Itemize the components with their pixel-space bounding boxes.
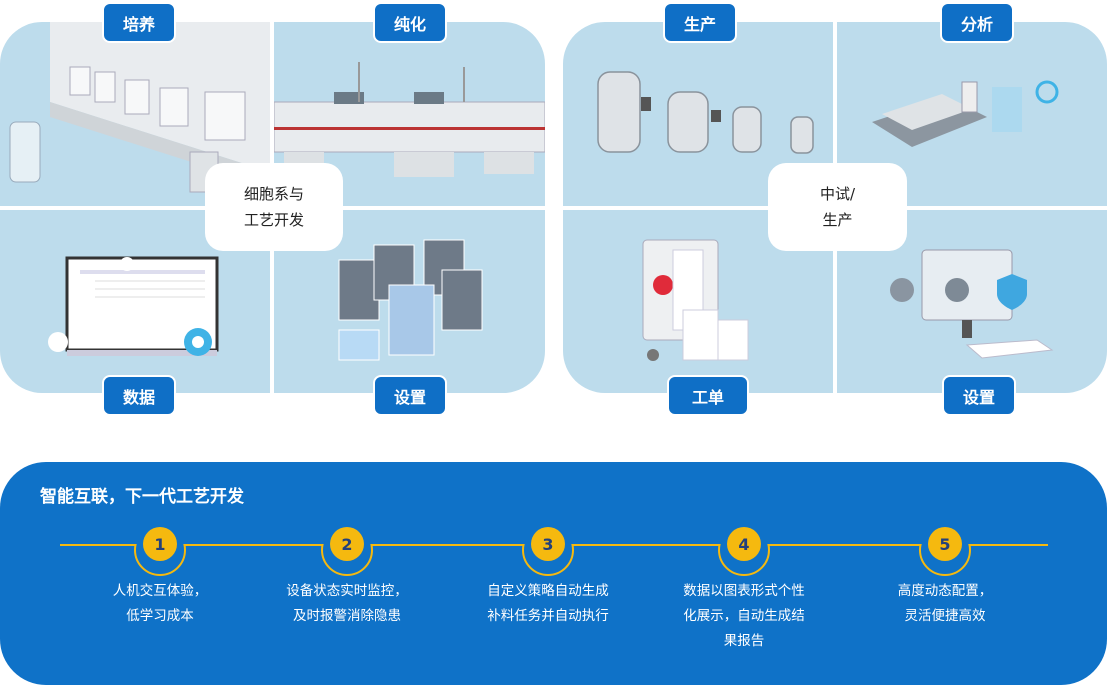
center-label-pilot-production: 中试/生产 <box>768 163 907 251</box>
step-description: 人机交互体验， 低学习成本 <box>60 579 260 629</box>
step-text-line: 化展示，自动生成结 <box>683 608 805 624</box>
server-cluster-icon <box>338 239 483 361</box>
left-panel <box>0 22 545 393</box>
step-description: 数据以图表形式个性化展示，自动生成结果报告 <box>644 579 844 654</box>
right-panel <box>563 22 1107 393</box>
quadrant-purification[interactable] <box>274 22 545 206</box>
work-order-icon <box>642 239 749 361</box>
quadrant-culture[interactable] <box>0 22 270 206</box>
step-text-line: 自定义策略自动生成 <box>487 583 609 599</box>
quadrant-work-order[interactable] <box>563 210 833 393</box>
step-description: 自定义策略自动生成补料任务并自动执行 <box>448 579 648 629</box>
step-text-line: 设备状态实时监控， <box>286 583 408 599</box>
step-text-line: 高度动态配置， <box>897 583 993 599</box>
label-settings-left[interactable]: 设置 <box>373 375 447 416</box>
label-culture[interactable]: 培养 <box>102 2 176 43</box>
bioreactor-lab-icon <box>9 22 270 193</box>
step-number-badge: 2 <box>330 527 364 561</box>
settings-computer-icon <box>890 249 1054 359</box>
step-text-line: 果报告 <box>723 633 765 649</box>
step-text-line: 人机交互体验， <box>112 583 208 599</box>
step-text-line: 及时报警消除隐患 <box>293 608 401 624</box>
data-monitor-icon <box>48 256 219 356</box>
step-text-line: 补料任务并自动执行 <box>487 608 609 624</box>
step-number-badge: 3 <box>531 527 565 561</box>
label-settings-right[interactable]: 设置 <box>942 375 1016 416</box>
features-title: 智能互联，下一代工艺开发 <box>40 487 244 507</box>
step-text-line: 低学习成本 <box>126 608 194 624</box>
fermenter-tanks-icon <box>597 71 814 154</box>
purification-line-icon <box>274 62 545 177</box>
analytical-balance-icon <box>872 80 1059 147</box>
label-analysis[interactable]: 分析 <box>940 2 1014 43</box>
step-number-badge: 1 <box>143 527 177 561</box>
label-data[interactable]: 数据 <box>102 375 176 416</box>
label-production[interactable]: 生产 <box>663 2 737 43</box>
label-purification[interactable]: 纯化 <box>373 2 447 43</box>
step-text-line: 数据以图表形式个性 <box>683 583 805 599</box>
step-number-badge: 5 <box>928 527 962 561</box>
step-number-badge: 4 <box>727 527 761 561</box>
step-text-line: 灵活便捷高效 <box>904 608 986 624</box>
step-description: 高度动态配置， 灵活便捷高效 <box>845 579 1045 629</box>
features-panel: 智能互联，下一代工艺开发 1 人机交互体验， 低学习成本 2 设备状态实时监控， 及… <box>0 462 1107 685</box>
center-label-cell-line: 细胞系与工艺开发 <box>205 163 343 251</box>
step-description: 设备状态实时监控， 及时报警消除隐患 <box>247 579 447 629</box>
label-work-order[interactable]: 工单 <box>667 375 749 416</box>
